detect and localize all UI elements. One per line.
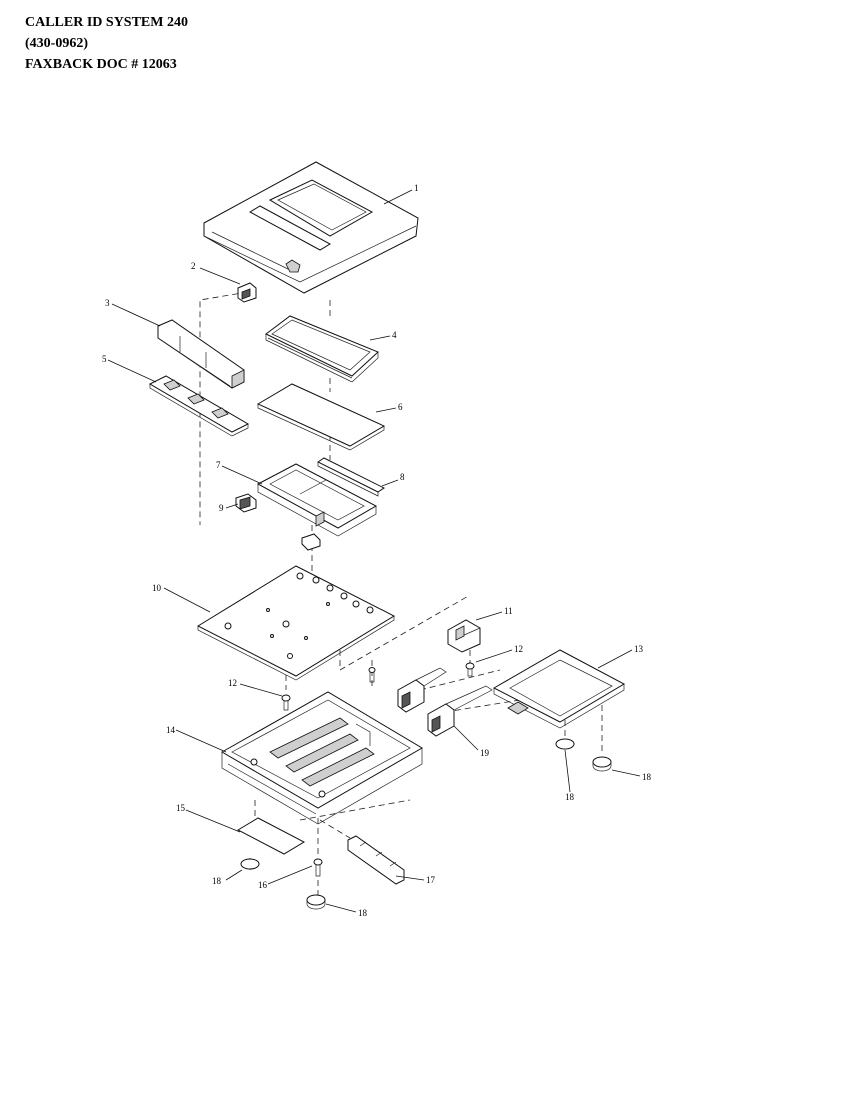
header-faxback-doc: FAXBACK DOC # 12063 (25, 57, 177, 72)
callout-10: 10 (152, 583, 162, 593)
part-insulator-sheet (256, 383, 386, 451)
part-screw-c (368, 667, 376, 683)
part-pcb-board (196, 565, 396, 681)
part-phone-jack-a (397, 667, 447, 713)
callout-7: 7 (216, 460, 221, 470)
callout-18-far-right: 18 (642, 772, 652, 782)
part-small-clip (235, 493, 257, 513)
callout-1: 1 (414, 183, 419, 193)
part-base-housing (220, 691, 423, 825)
part-button-clip (237, 282, 257, 303)
part-screw-a (281, 694, 291, 711)
callout-16: 16 (258, 880, 268, 890)
callout-19: 19 (480, 748, 490, 758)
header-title: CALLER ID SYSTEM 240 (25, 15, 188, 30)
callout-18-bottom-left: 18 (212, 876, 222, 886)
part-keypad-membrane (148, 375, 250, 437)
callout-3: 3 (105, 298, 110, 308)
callout-4: 4 (392, 330, 397, 340)
part-screw-bottom (313, 858, 323, 877)
callout-15: 15 (176, 803, 186, 813)
callout-12-right: 12 (514, 644, 523, 654)
part-rubber-foot-c (240, 858, 260, 870)
part-lcd-display (265, 315, 379, 383)
callout-9: 9 (219, 503, 224, 513)
part-rubber-foot-a (555, 738, 575, 750)
part-side-rail (317, 457, 385, 497)
callout-2: 2 (191, 261, 196, 271)
part-top-cover (203, 161, 419, 294)
part-label-plate (236, 817, 306, 855)
callout-12-left: 12 (228, 678, 237, 688)
callout-labels: 1 2 3 4 5 6 7 8 9 10 11 12 12 13 14 15 1… (102, 183, 652, 918)
part-key-buttons (157, 319, 245, 389)
part-connector-block (447, 619, 481, 653)
callout-11: 11 (504, 606, 513, 616)
part-rubber-foot-d (306, 894, 326, 910)
callout-18-bottom: 18 (358, 908, 368, 918)
part-battery-tray (492, 649, 626, 729)
document-header: CALLER ID SYSTEM 240 (430-0962) FAXBACK … (25, 12, 188, 75)
callout-17: 17 (426, 875, 436, 885)
part-screw-b (465, 662, 475, 677)
part-phone-jack-b (427, 685, 493, 737)
callout-18-right: 18 (565, 792, 575, 802)
part-small-clip-lower (301, 533, 321, 551)
callout-8: 8 (400, 472, 405, 482)
part-display-frame (256, 463, 378, 537)
callout-5: 5 (102, 354, 107, 364)
callout-6: 6 (398, 402, 403, 412)
part-rubber-foot-b (592, 756, 612, 772)
part-contact-springs (347, 835, 405, 885)
callout-leaders (107, 189, 641, 913)
header-part-number: (430-0962) (25, 36, 88, 51)
callout-13: 13 (634, 644, 644, 654)
callout-14: 14 (166, 725, 176, 735)
